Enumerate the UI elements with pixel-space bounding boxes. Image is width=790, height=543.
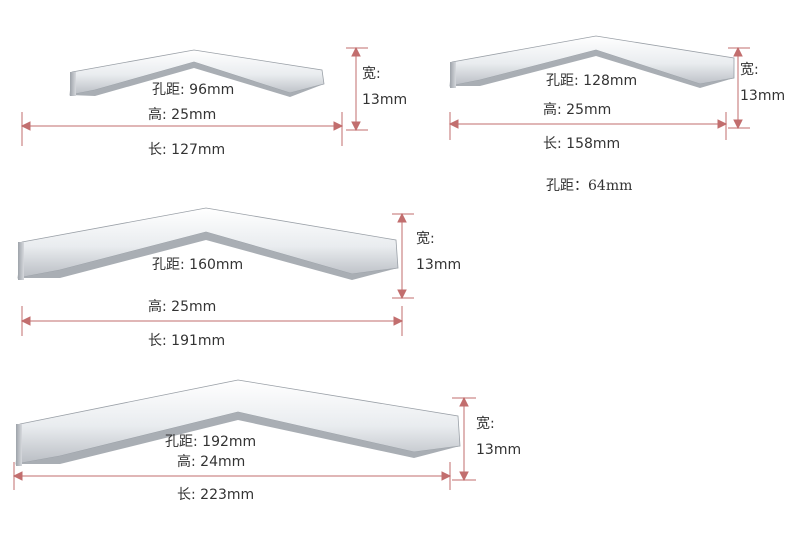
extra-pitch-label: 孔距：64mm <box>546 178 633 194</box>
handle-160mm <box>17 207 399 280</box>
width-value-96mm: 13mm <box>362 92 408 108</box>
width-title-128mm: 宽: <box>740 62 759 78</box>
width-value-128mm: 13mm <box>740 88 786 104</box>
width-title-192mm: 宽: <box>476 416 495 432</box>
pitch-label-96mm: 孔距: 96mm <box>152 82 235 98</box>
pitch-label-128mm: 孔距: 128mm <box>546 73 638 89</box>
handle-192mm <box>15 379 461 466</box>
length-label-96mm: 长: 127mm <box>148 142 226 158</box>
length-label-192mm: 长: 223mm <box>177 487 255 503</box>
width-value-160mm: 13mm <box>416 257 462 273</box>
dimension-lines-96mm <box>20 46 368 146</box>
pitch-label-192mm: 孔距: 192mm <box>165 434 257 450</box>
width-title-96mm: 宽: <box>362 66 381 82</box>
length-label-128mm: 长: 158mm <box>543 136 621 152</box>
pitch-label-160mm: 孔距: 160mm <box>152 257 244 273</box>
height-label-160mm: 高: 25mm <box>148 299 217 315</box>
dimension-lines-192mm <box>12 396 476 490</box>
height-label-128mm: 高: 25mm <box>543 102 612 118</box>
width-value-192mm: 13mm <box>476 442 522 458</box>
length-label-160mm: 长: 191mm <box>148 333 226 349</box>
height-label-96mm: 高: 25mm <box>148 107 217 123</box>
handle-128mm <box>449 35 735 88</box>
height-label-192mm: 高: 24mm <box>177 454 246 470</box>
dimension-lines-160mm <box>20 212 414 336</box>
dimension-lines-128mm <box>448 46 750 140</box>
handle-96mm <box>69 49 325 97</box>
width-title-160mm: 宽: <box>416 231 435 247</box>
